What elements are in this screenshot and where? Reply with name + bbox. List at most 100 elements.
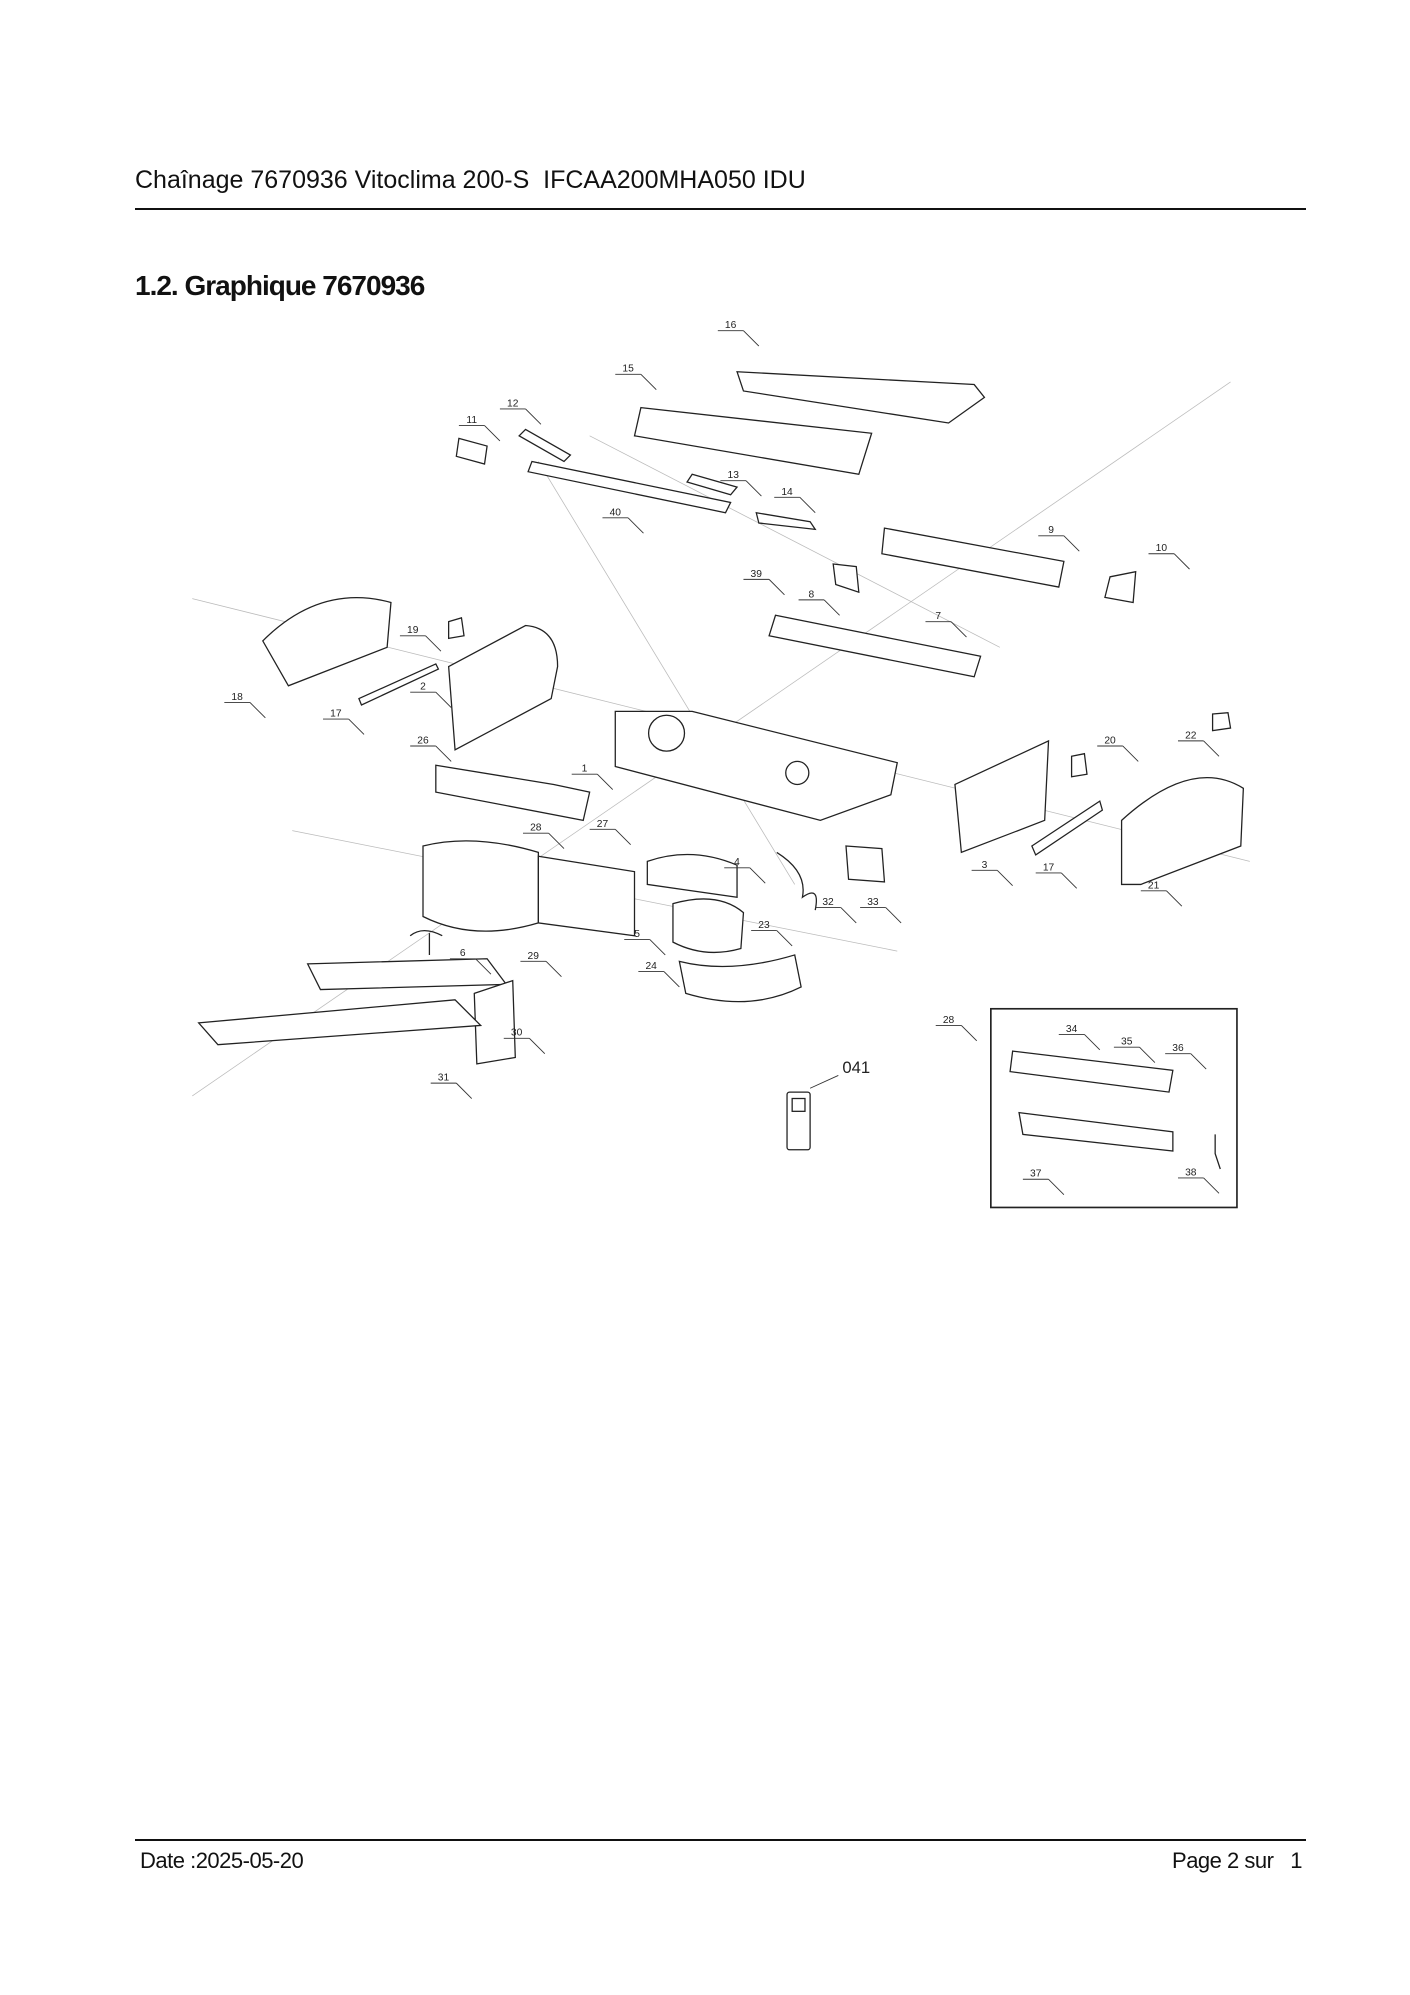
part-label: 5	[634, 929, 640, 940]
part-15-frame	[633, 406, 873, 475]
leader-line	[749, 867, 766, 884]
part-label: 39	[751, 569, 763, 580]
part-label: 30	[511, 1028, 523, 1039]
part-3-side-plate	[954, 739, 1050, 854]
leader-line	[627, 517, 644, 534]
part-label: 2	[420, 682, 426, 693]
part-label: 18	[231, 692, 243, 703]
part-37-cover	[1018, 1111, 1174, 1152]
leader-line	[548, 832, 565, 849]
leader-line	[1122, 745, 1139, 762]
part-label: 28	[943, 1015, 955, 1026]
leader-line	[663, 971, 680, 988]
part-7	[768, 614, 982, 678]
part-label: 33	[867, 897, 879, 908]
part-label: 22	[1185, 730, 1197, 741]
footer-page-number: Page 2 sur 1	[1172, 1848, 1302, 1873]
inset-box-part-28	[990, 1007, 1238, 1209]
part-40-bar	[527, 460, 732, 514]
document-header-title: Chaînage 7670936 Vitoclima 200-S IFCAA20…	[135, 166, 806, 194]
leader-line	[545, 961, 562, 978]
part-label: 34	[1066, 1024, 1078, 1035]
part-label: 26	[417, 735, 429, 746]
part-label: 23	[758, 920, 770, 931]
footer-date: Date :2025-05-20	[140, 1848, 304, 1873]
part-label: 17	[330, 709, 342, 720]
leader-line	[996, 870, 1013, 887]
part-label: 15	[622, 364, 634, 375]
part-label: 36	[1172, 1043, 1184, 1054]
footer-divider	[135, 1839, 1306, 1841]
leader-line	[885, 907, 902, 924]
leader-line	[1084, 1034, 1101, 1051]
part-label: 6	[460, 948, 466, 959]
leader-line	[1173, 553, 1190, 570]
leader-line	[649, 939, 666, 956]
leader-line	[1061, 872, 1078, 889]
part-label: 38	[1185, 1167, 1197, 1178]
part-label: 40	[610, 507, 622, 518]
part-label: 24	[645, 961, 657, 972]
part-20	[1070, 752, 1088, 778]
part-label: 29	[528, 951, 540, 962]
part-4-bracket	[646, 853, 738, 899]
leader-line	[1203, 740, 1220, 757]
leader-line	[640, 373, 657, 390]
part-18-end-cap	[261, 597, 392, 687]
leader-line	[475, 958, 492, 975]
part-label: 7	[935, 611, 941, 622]
part-label: 31	[438, 1073, 450, 1084]
section-heading: 1.2. Graphique 7670936	[135, 270, 425, 301]
leader-line	[249, 702, 266, 719]
part-label: 20	[1104, 735, 1116, 746]
part-34-control-board	[1009, 1050, 1174, 1093]
part-label: 35	[1121, 1037, 1133, 1048]
part-12-grille	[518, 428, 572, 463]
remote-display	[791, 1097, 806, 1112]
part-shapes	[197, 371, 1245, 1209]
leader-line	[1166, 890, 1183, 907]
leader-line	[435, 745, 452, 762]
part-label: 10	[1156, 543, 1168, 554]
part-10	[1104, 570, 1137, 604]
part-label: 4	[734, 857, 740, 868]
leader-line	[425, 635, 442, 652]
part-label: 3	[982, 860, 988, 871]
part-29-blower-housing	[422, 840, 540, 932]
part-19	[447, 617, 465, 640]
part-23-wheel	[672, 898, 745, 954]
part-label: 37	[1030, 1169, 1042, 1180]
leader-line	[961, 1025, 978, 1042]
part-1-chassis	[614, 710, 899, 822]
part-9	[881, 527, 1065, 588]
part-33	[845, 845, 886, 883]
part-14	[755, 511, 817, 531]
leader-line	[1139, 1046, 1156, 1063]
part-30-filter	[473, 979, 516, 1065]
part-8	[832, 563, 860, 594]
part-22	[1211, 711, 1232, 732]
part-32-cable	[776, 851, 817, 911]
part-2-side-plate	[447, 624, 559, 751]
part-label: 16	[725, 320, 737, 331]
leader-line	[823, 599, 840, 616]
leader-line	[1063, 535, 1080, 552]
part-24-scroll	[678, 954, 802, 1003]
part-label: 14	[781, 487, 793, 498]
chassis-hole	[647, 714, 686, 752]
part-label: 9	[1048, 525, 1054, 536]
leader-line	[743, 330, 760, 347]
leader-line	[1048, 1178, 1065, 1195]
leader-line	[597, 773, 614, 790]
part-label: 32	[822, 897, 834, 908]
part-label: 1	[582, 764, 588, 775]
leader-line	[809, 1075, 839, 1089]
leader-line	[525, 408, 542, 425]
chassis-hole	[785, 760, 810, 786]
part-16-panel	[736, 371, 986, 424]
part-label: 27	[597, 819, 609, 830]
leader-line	[1203, 1177, 1220, 1194]
part-label: 13	[727, 470, 739, 481]
part-17-left	[358, 663, 440, 706]
